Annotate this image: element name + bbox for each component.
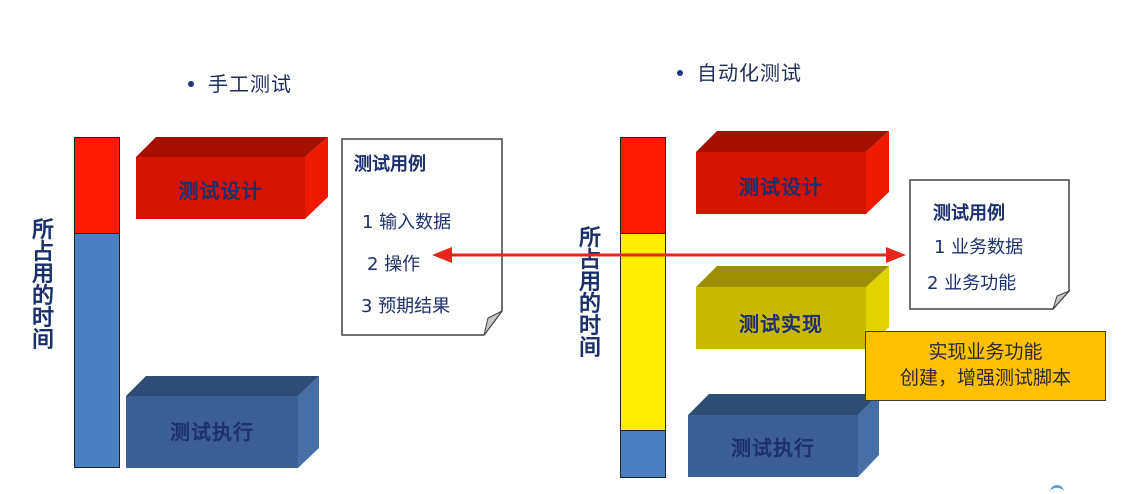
automation-bar-design-segment: [621, 138, 665, 234]
note-line: 实现业务功能: [928, 341, 1043, 363]
manual-design-box: 测试设计: [136, 137, 328, 219]
doc-item: 2 业务功能: [927, 273, 1017, 294]
axis-char: 时: [31, 306, 54, 331]
automation-heading-text: 自动化测试: [697, 61, 802, 85]
document-shape: [341, 138, 503, 336]
manual-bar-design-segment: [75, 138, 119, 234]
manual-time-axis-label: 所 占 用 的 时 间: [30, 220, 56, 352]
decorative-arc: [1050, 485, 1064, 494]
automation-bar-implementation-segment: [621, 234, 665, 431]
bullet-icon: [677, 69, 683, 76]
design-box-label: 测试设计: [178, 179, 263, 203]
axis-char: 间: [578, 336, 601, 361]
doc-title: 测试用例: [933, 203, 1005, 224]
implementation-box-label: 测试实现: [739, 312, 823, 336]
execution-box-label: 测试执行: [170, 420, 254, 444]
automation-execution-box: 测试执行: [688, 394, 879, 477]
manual-execution-box: 测试执行: [126, 376, 319, 468]
axis-char: 的: [31, 284, 54, 309]
axis-char: 用: [578, 270, 601, 295]
automation-time-axis-label: 所 占 用 的 时 间: [577, 228, 603, 360]
box-3d-shape: [696, 131, 889, 214]
automation-heading: 自动化测试: [677, 57, 802, 86]
doc-title: 测试用例: [354, 154, 426, 175]
axis-char: 间: [31, 328, 54, 353]
arrow-head-left-icon: [432, 247, 452, 263]
automation-time-bar: [620, 137, 666, 478]
axis-char: 用: [31, 262, 54, 287]
axis-char: 所: [31, 218, 54, 243]
execution-box-label: 测试执行: [731, 436, 815, 460]
axis-char: 占: [31, 240, 54, 265]
box-3d-shape: [136, 137, 328, 219]
manual-heading: 手工测试: [188, 68, 292, 97]
axis-char: 的: [578, 292, 601, 317]
document-shape: [909, 179, 1070, 310]
axis-char: 所: [578, 226, 601, 251]
axis-char: 时: [578, 314, 601, 339]
box-3d-shape: [696, 266, 889, 349]
bullet-icon: [188, 80, 194, 87]
automation-design-box: 测试设计: [696, 131, 889, 214]
arrow-head-right-icon: [886, 247, 906, 263]
box-3d-shape: [688, 394, 879, 477]
design-box-label: 测试设计: [739, 175, 823, 199]
manual-time-bar: [74, 137, 120, 468]
doc-item: 1 输入数据: [362, 212, 452, 233]
automation-bar-execution-segment: [621, 431, 665, 477]
doc-item: 1 业务数据: [934, 237, 1024, 258]
automation-implementation-box: 测试实现: [696, 266, 889, 349]
doc-item: 3 预期结果: [361, 296, 451, 317]
automation-test-case-doc: 测试用例 1 业务数据 2 业务功能: [909, 179, 1070, 310]
doc-item: 2 操作: [367, 254, 421, 275]
note-line: 创建，增强测试脚本: [899, 367, 1071, 389]
manual-bar-execution-segment: [75, 234, 119, 467]
box-3d-shape: [126, 376, 319, 468]
automation-note: 实现业务功能 创建，增强测试脚本: [865, 331, 1106, 401]
manual-heading-text: 手工测试: [208, 72, 292, 96]
manual-test-case-doc: 测试用例 1 输入数据 2 操作 3 预期结果: [341, 138, 503, 336]
